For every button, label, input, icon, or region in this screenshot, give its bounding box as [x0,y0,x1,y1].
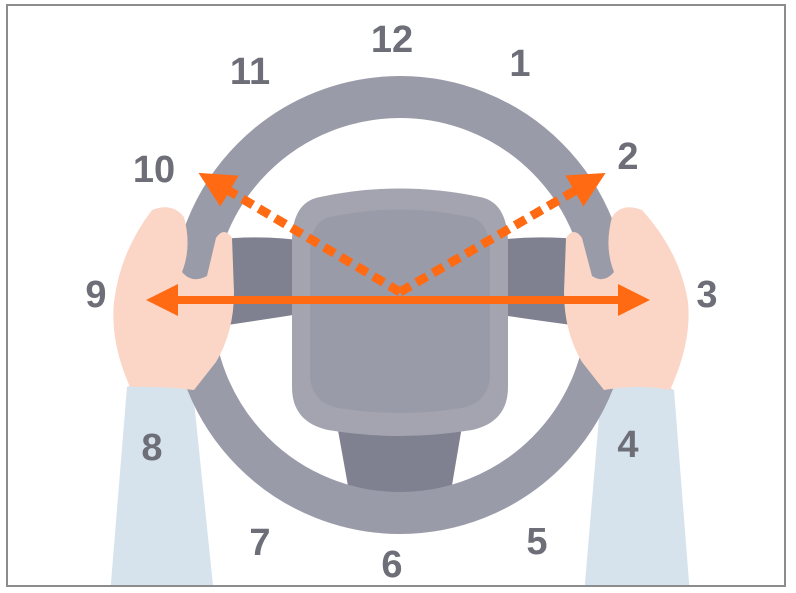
clock-5: 5 [526,521,547,563]
clock-4: 4 [617,424,638,466]
clock-10: 10 [133,149,175,191]
clock-6: 6 [381,544,402,586]
clock-1: 1 [509,43,530,85]
clock-3: 3 [696,274,717,316]
clock-7: 7 [249,522,270,564]
clock-2: 2 [617,136,638,178]
clock-12: 12 [371,19,413,61]
diagram-frame: 12 1 2 3 4 5 6 7 8 9 10 11 [6,4,786,587]
airbag-inner [310,210,490,414]
clock-9: 9 [85,274,106,316]
steering-diagram: 12 1 2 3 4 5 6 7 8 9 10 11 [8,6,786,587]
clock-11: 11 [230,51,270,93]
clock-8: 8 [141,427,162,469]
